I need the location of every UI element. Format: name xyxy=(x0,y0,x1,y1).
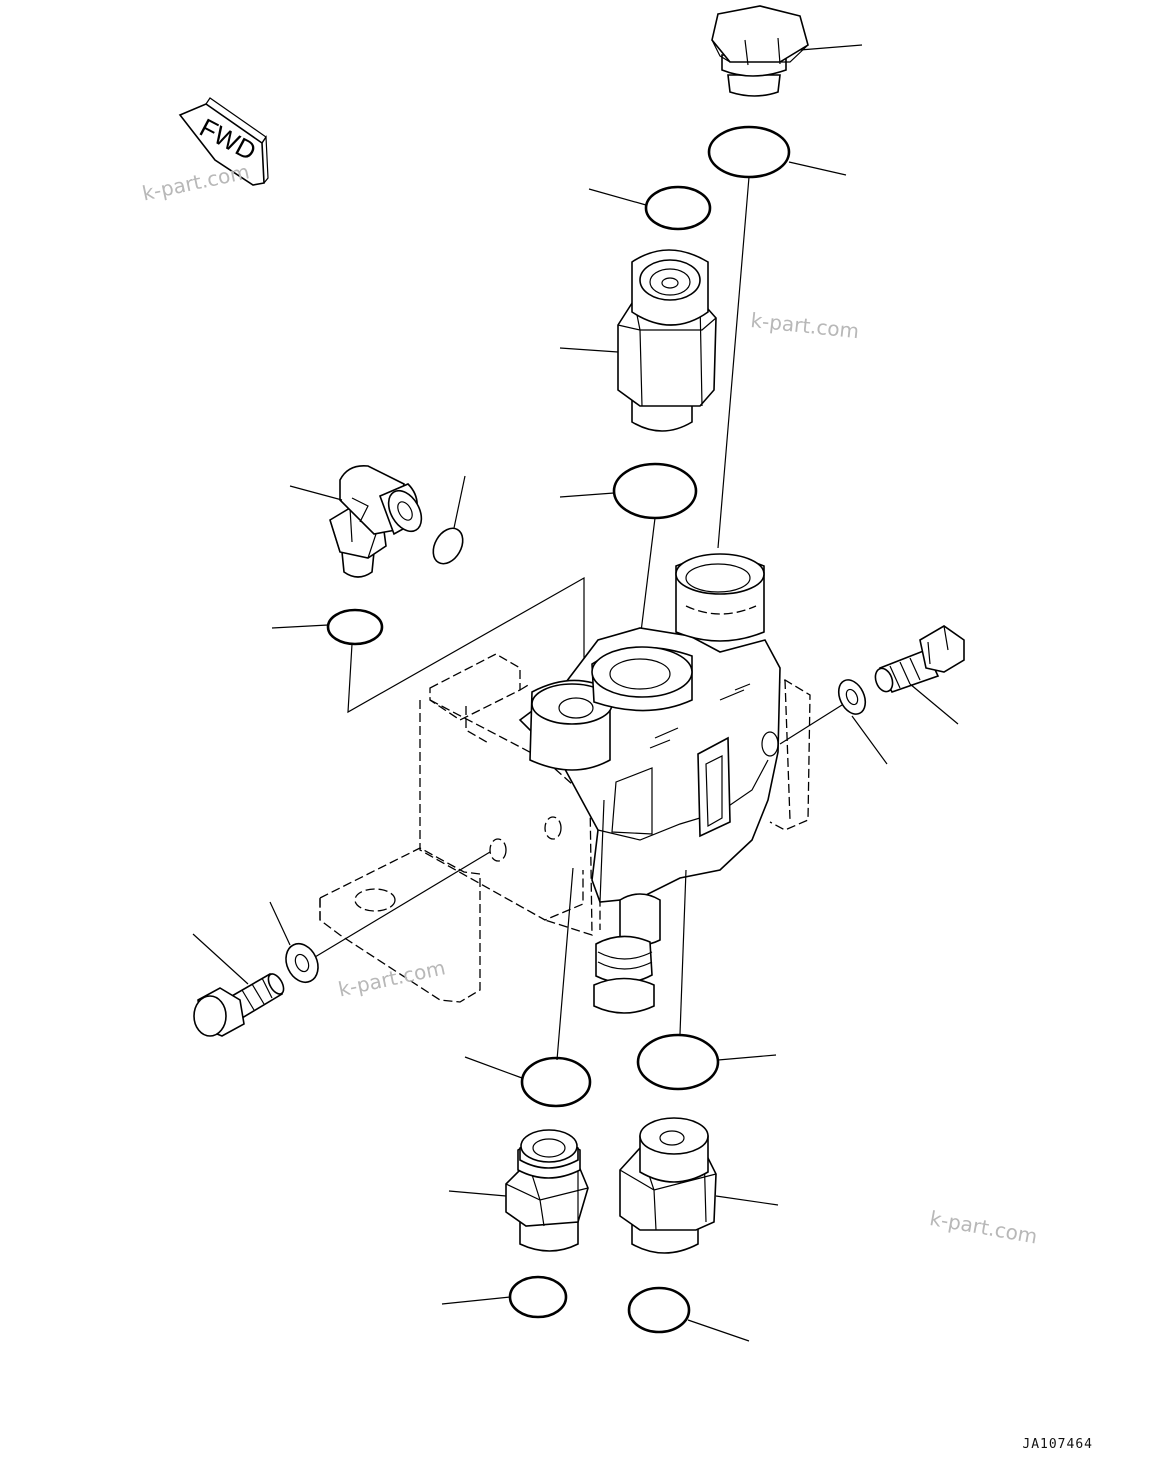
elbow-fitting xyxy=(329,464,423,578)
o-ring xyxy=(326,608,384,646)
o-ring xyxy=(644,185,712,231)
bolt-right xyxy=(874,625,965,693)
washer-right xyxy=(837,679,867,715)
bolt-left xyxy=(193,972,285,1037)
washer-left xyxy=(285,942,319,984)
o-ring xyxy=(707,125,791,179)
o-ring xyxy=(520,1056,592,1108)
adapter-fitting-top xyxy=(617,249,717,432)
control-valve-body xyxy=(319,553,811,1014)
adapter-fitting-bottom-right xyxy=(619,1117,717,1254)
figure-code: JA107464 xyxy=(1022,1437,1093,1452)
o-ring xyxy=(508,1275,568,1319)
adapter-fitting-bottom-left xyxy=(505,1129,589,1252)
o-ring xyxy=(612,462,698,520)
o-ring xyxy=(636,1033,720,1091)
fwd-label: FWD xyxy=(195,112,261,166)
o-ring xyxy=(627,1286,691,1334)
hex-plug-top xyxy=(711,5,809,97)
o-ring-small xyxy=(432,527,464,565)
